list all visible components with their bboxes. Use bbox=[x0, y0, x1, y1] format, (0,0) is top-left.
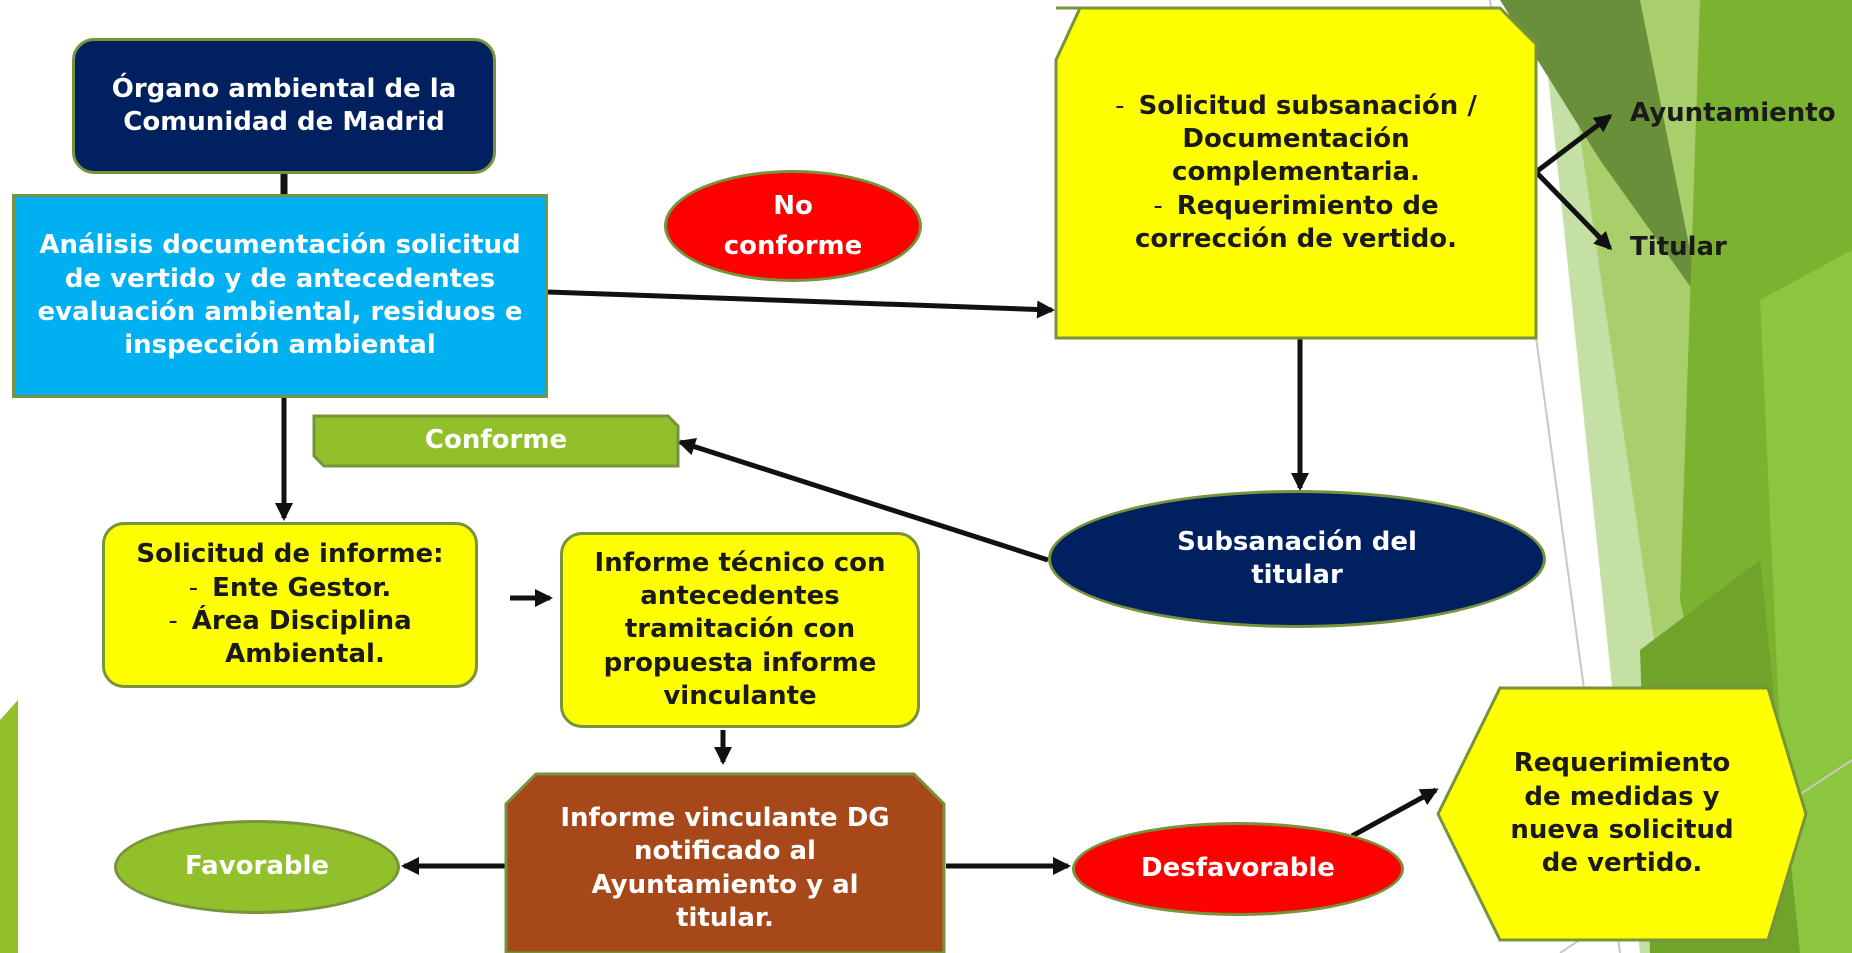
titular-label: Titular bbox=[1630, 232, 1727, 262]
informe-tecnico-box: Informe técnico con antecedentes tramita… bbox=[560, 532, 920, 728]
requerimiento-shape bbox=[1436, 686, 1808, 942]
solicitud-informe-box: Solicitud de informe: -Ente Gestor. -Áre… bbox=[102, 522, 478, 688]
facet-dark-top bbox=[1500, 0, 1700, 300]
informe-vinculante-line-3: Ayuntamiento y al bbox=[591, 869, 859, 900]
conforme-label: Conforme bbox=[424, 425, 568, 456]
informe-vinculante-line-2: notificado al bbox=[634, 836, 816, 867]
solicitud-item-1-dash: - bbox=[188, 572, 199, 603]
conforme-shape bbox=[312, 414, 680, 468]
analisis-documentacion-box: Análisis documentación solicitud de vert… bbox=[12, 194, 548, 398]
solicitud-item-1: -Ente Gestor. bbox=[105, 572, 475, 605]
arrow-to-titular bbox=[1534, 170, 1613, 251]
solicitud-item-2-line-2: Ambiental. bbox=[225, 639, 385, 670]
informe-tecnico-line-1: Informe técnico con bbox=[594, 547, 886, 578]
subsanacion-item-2-line-1: Requerimiento de bbox=[1176, 190, 1439, 221]
no-conforme-line-2: conforme bbox=[723, 231, 863, 261]
arrow-analisis-to-subsanacion bbox=[547, 289, 1055, 319]
subsanacion-solicitud-box: -Solicitud subsanación / Documentación c… bbox=[1056, 8, 1536, 338]
no-conforme-line-1: No bbox=[773, 190, 813, 221]
informe-tecnico-line-2: antecedentes bbox=[640, 581, 840, 612]
no-conforme-ellipse: No conforme bbox=[664, 170, 922, 282]
analisis-line-2: de vertido y de antecedentes bbox=[64, 263, 496, 294]
subsanacion-item-1-dash: - bbox=[1115, 90, 1125, 121]
requerimiento-line-3: nueva solicitud bbox=[1510, 815, 1734, 845]
facet-left-bottom bbox=[0, 700, 18, 953]
informe-vinculante-line-4: titular. bbox=[676, 902, 774, 933]
arrow-to-ayuntamiento bbox=[1534, 114, 1613, 174]
subsanacion-titular-line-1: Subsanación del bbox=[1177, 526, 1417, 557]
solicitud-informe-title: Solicitud de informe: bbox=[136, 539, 444, 570]
subsanacion-titular-ellipse: Subsanación del titular bbox=[1048, 490, 1546, 628]
subsanacion-item-1: -Solicitud subsanación / bbox=[1076, 90, 1516, 123]
arrow-titular-to-conforme bbox=[677, 438, 1049, 563]
informe-vinculante-line-1: Informe vinculante DG bbox=[560, 802, 890, 833]
solicitud-item-2: -Área Disciplina bbox=[105, 605, 475, 638]
analisis-line-4: inspección ambiental bbox=[124, 330, 436, 361]
subsanacion-titular-line-2: titular bbox=[1251, 560, 1343, 590]
organo-line-1: Órgano ambiental de la bbox=[111, 73, 457, 104]
conforme-box: Conforme bbox=[314, 416, 678, 466]
informe-tecnico-line-5: vinculante bbox=[663, 680, 817, 711]
connectors bbox=[275, 114, 1613, 875]
solicitud-item-2-dash: - bbox=[168, 606, 178, 636]
analisis-line-3: evaluación ambiental, residuos e bbox=[37, 297, 523, 327]
subsanacion-item-2: -Requerimiento de bbox=[1076, 190, 1516, 223]
subsanacion-item-1-line-2: Documentación bbox=[1182, 124, 1410, 155]
subsanacion-solicitud-shape bbox=[1054, 6, 1538, 340]
solicitud-item-2-line-1: Área Disciplina bbox=[191, 606, 412, 636]
favorable-label: Favorable bbox=[184, 851, 330, 882]
desfavorable-ellipse: Desfavorable bbox=[1072, 822, 1404, 916]
ayuntamiento-label: Ayuntamiento bbox=[1630, 98, 1836, 128]
favorable-ellipse: Favorable bbox=[114, 820, 400, 914]
arrow-desfavorable-to-requerimiento bbox=[1350, 787, 1439, 839]
organo-ambiental-box: Órgano ambiental de la Comunidad de Madr… bbox=[72, 38, 496, 174]
subsanacion-item-1-line-1: Solicitud subsanación / bbox=[1138, 90, 1477, 121]
organo-line-2: Comunidad de Madrid bbox=[123, 107, 445, 137]
analisis-line-1: Análisis documentación solicitud bbox=[39, 230, 521, 261]
requerimiento-line-2: de medidas y bbox=[1524, 781, 1720, 812]
informe-tecnico-line-4: propuesta informe bbox=[603, 647, 877, 678]
subsanacion-item-1-line-3: complementaria. bbox=[1172, 157, 1420, 188]
informe-tecnico-line-3: tramitación con bbox=[624, 614, 856, 645]
solicitud-item-1-line-1: Ente Gestor. bbox=[212, 572, 392, 603]
desfavorable-label: Desfavorable bbox=[1141, 853, 1335, 884]
requerimiento-hexagon: Requerimiento de medidas y nueva solicit… bbox=[1438, 688, 1806, 940]
requerimiento-line-1: Requerimiento bbox=[1513, 748, 1731, 779]
requerimiento-line-4: de vertido. bbox=[1541, 848, 1703, 879]
informe-vinculante-box: Informe vinculante DG notificado al Ayun… bbox=[506, 774, 944, 953]
subsanacion-item-2-line-2: corrección de vertido. bbox=[1134, 223, 1458, 254]
subsanacion-item-2-dash: - bbox=[1153, 190, 1163, 221]
informe-vinculante-shape bbox=[504, 772, 946, 953]
